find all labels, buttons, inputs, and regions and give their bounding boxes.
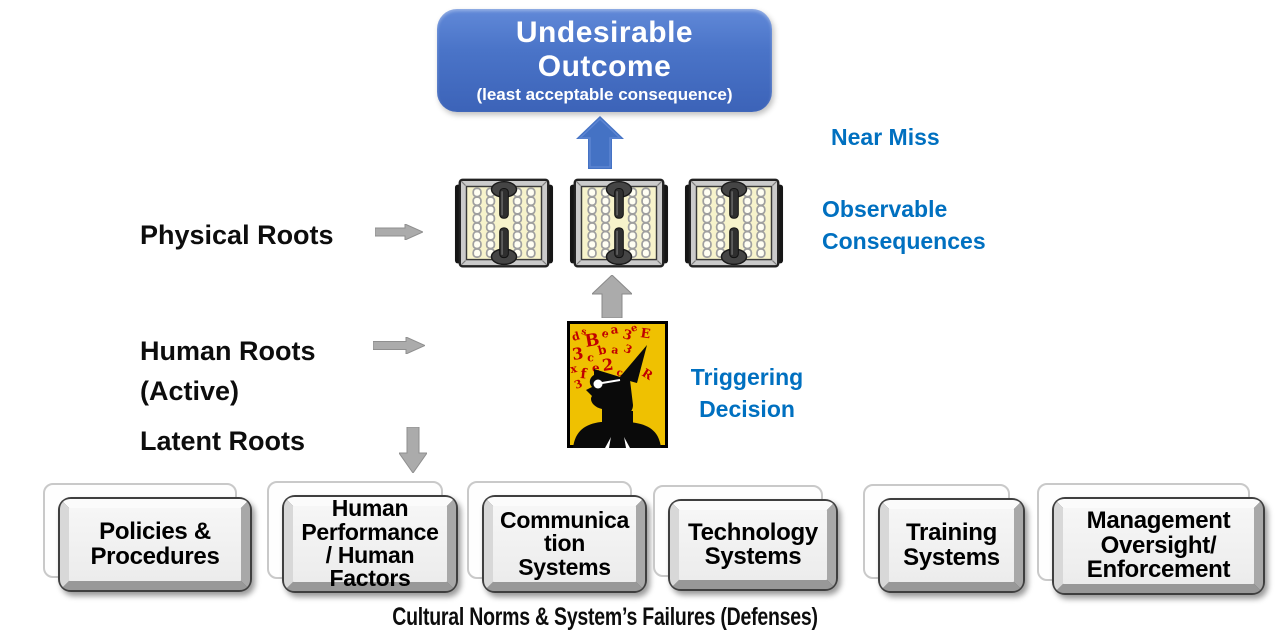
outcome-subtitle: (least acceptable consequence) [476,84,733,104]
defense-card-label: Management Oversight/ Enforcement [1086,507,1231,584]
svg-text:3: 3 [573,377,585,392]
svg-text:3: 3 [571,344,585,364]
svg-text:a: a [610,322,619,337]
open-head-ideas-icon: d s B e a 3 e E 3 c b a 3 x f e 2 c R 3 [567,321,668,448]
gray-up-arrow-icon [592,275,632,318]
svg-text:E: E [639,326,651,342]
chain-gate-barrier-icon [569,176,669,272]
defense-card-label: Human Performance / Human Factors [301,495,439,592]
defense-card-label: Communica tion Systems [500,506,629,580]
svg-text:x: x [569,362,578,376]
defense-card-communication-systems: Communica tion Systems [467,481,647,593]
physical-roots-right-arrow-icon [375,224,423,240]
svg-text:d: d [570,329,581,344]
svg-text:f: f [580,366,589,383]
blue-up-arrow-icon [576,116,624,169]
defense-card-training-systems: Training Systems [863,484,1025,593]
svg-text:s: s [581,327,587,338]
latent-roots-down-arrow-icon [399,427,427,473]
undesirable-outcome-box: Undesirable Outcome (least acceptable co… [437,9,772,112]
latent-roots-label: Latent Roots [140,426,305,456]
svg-text:2: 2 [601,355,615,375]
physical-roots-label: Physical Roots [140,220,334,250]
defenses-caption: Cultural Norms & System’s Failures (Defe… [392,603,818,631]
defense-card-label: Technology Systems [688,518,818,570]
svg-text:c: c [587,351,595,364]
defense-card-label: Training Systems [903,519,1000,571]
svg-text:e: e [630,322,639,334]
defense-card-policies-procedures: Policies & Procedures [43,483,252,592]
chain-gate-barrier-icon [684,176,784,272]
svg-text:b: b [596,342,608,358]
triggering-decision-label: Triggering Decision [690,364,804,422]
observable-consequences-label: Observable Consequences [822,196,986,254]
defense-card-management-oversight: Management Oversight/ Enforcement [1037,483,1265,595]
outcome-title: Undesirable Outcome [515,16,694,83]
near-miss-label: Near Miss [831,124,940,150]
defense-card-human-performance: Human Performance / Human Factors [267,481,458,593]
defense-card-technology-systems: Technology Systems [653,485,838,591]
human-roots-right-arrow-icon [373,337,425,354]
defense-card-label: Policies & Procedures [90,518,220,570]
human-roots-active-label: (Active) [140,376,240,406]
svg-text:3: 3 [621,327,633,344]
human-roots-label: Human Roots [140,336,316,366]
svg-text:e: e [592,361,600,375]
svg-text:c: c [615,367,624,379]
chain-gate-barrier-icon [454,176,554,272]
svg-text:e: e [600,326,611,341]
svg-text:a: a [611,343,620,357]
svg-text:B: B [583,330,601,352]
